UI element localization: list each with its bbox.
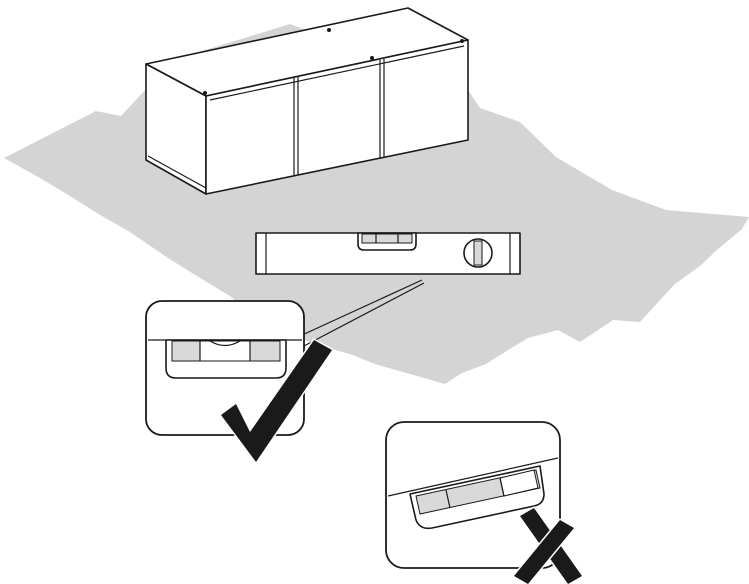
cabinet-bottom-edge — [147, 155, 207, 189]
zoom-bubble — [199, 340, 251, 362]
zoom-panel-correct — [145, 300, 305, 436]
checkmark-icon — [219, 338, 334, 464]
cabinet-front — [205, 39, 469, 195]
screw-hole — [370, 56, 374, 60]
screw-hole — [327, 28, 331, 32]
zoom-vial-mark — [445, 489, 451, 509]
screw-hole — [460, 39, 464, 43]
callout-pointer — [299, 279, 425, 348]
cabinet-front-edge — [209, 45, 465, 101]
zoom-panel-incorrect — [385, 421, 561, 569]
level-body — [255, 232, 521, 275]
level-vial — [361, 233, 413, 244]
spirit-level — [255, 232, 521, 275]
screw-hole — [203, 91, 207, 95]
cross-icon — [512, 506, 584, 584]
zoom-surface-line — [387, 457, 559, 497]
zoom-bubble-top — [209, 340, 241, 347]
level-round-vial-tube — [473, 240, 483, 266]
cabinet — [145, 7, 469, 195]
zoom-vial-mark — [499, 477, 505, 497]
